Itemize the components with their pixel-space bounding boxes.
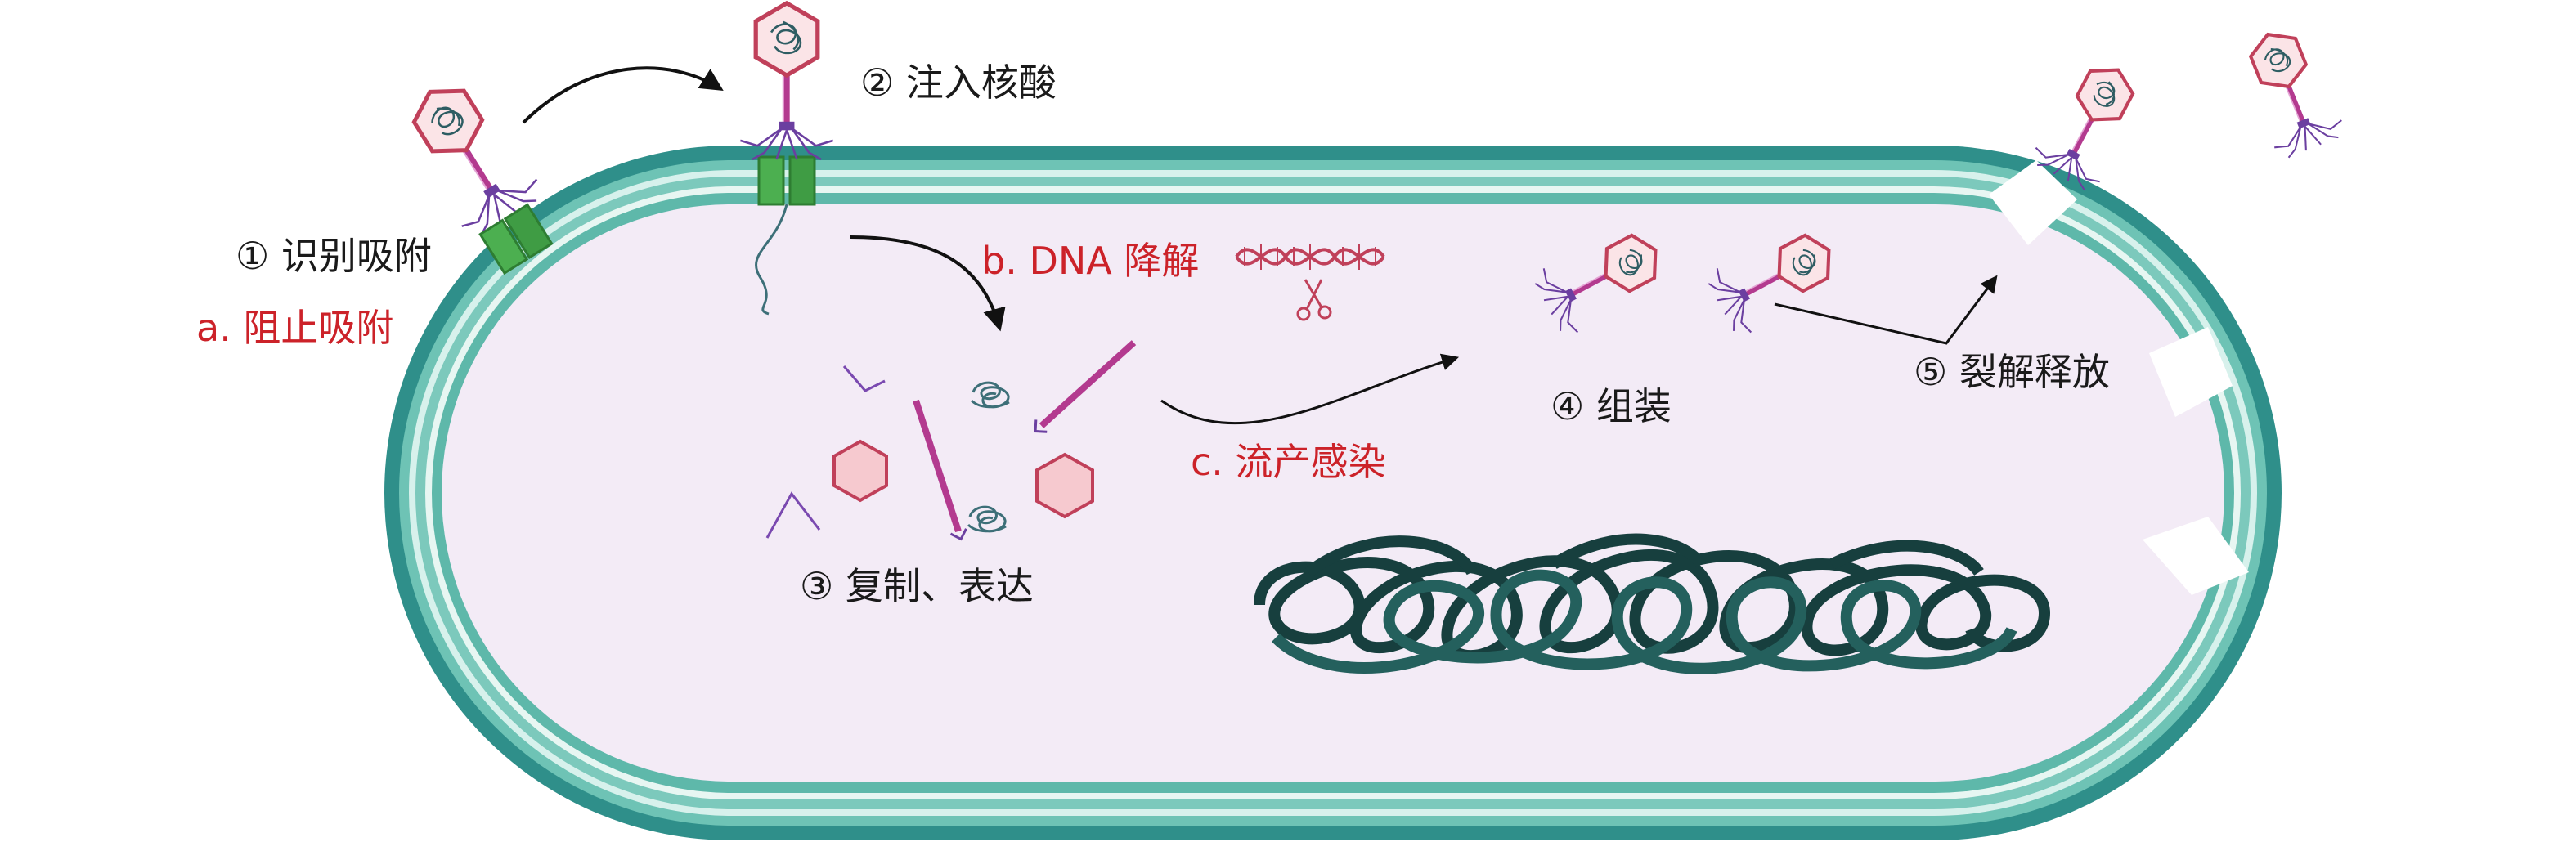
arrow-inject-to-replicate	[850, 235, 1006, 332]
mechanism-label-abortive-infection: c. 流产感染	[1191, 440, 1386, 484]
mechanism-label-dna-degradation: b. DNA 降解	[981, 239, 1200, 283]
dna-helix-icon	[1235, 244, 1385, 270]
capsid-part	[832, 439, 888, 503]
receptor-icon	[478, 203, 554, 275]
tail-part	[913, 399, 967, 541]
scissors-icon	[1296, 279, 1332, 321]
tail-part	[1034, 340, 1137, 433]
capsid-part	[1035, 452, 1094, 519]
process-arrows	[522, 66, 1998, 425]
injected-dna	[755, 204, 788, 316]
bacterial-chromosome-icon	[1254, 533, 2051, 674]
phage-icon	[740, 3, 832, 159]
step-label-recognize-adsorb: ① 识别吸附	[236, 234, 432, 278]
mechanism-label-block-adsorption: a. 阻止吸附	[196, 306, 394, 350]
phage-parts	[765, 340, 1137, 541]
step-label-assemble: ④ 组装	[1551, 384, 1672, 428]
step-label-lysis-release: ⑤ 裂解释放	[1914, 350, 2110, 394]
arrow-replicate-to-assemble	[1160, 353, 1460, 425]
tail-fiber-part	[765, 491, 821, 539]
arrow-attach-to-inject	[522, 66, 724, 124]
phage-icon	[2234, 20, 2347, 161]
bacterial-cell	[384, 146, 2282, 840]
arrow-assemble-to-release	[1774, 275, 1998, 345]
step-label-replicate-express: ③ 复制、表达	[800, 564, 1034, 608]
receptor-icon	[757, 155, 816, 206]
wall-breaches	[1989, 160, 2249, 595]
step-label-inject-nucleic-acid: ② 注入核酸	[860, 60, 1057, 105]
tail-fiber-part	[842, 365, 886, 392]
